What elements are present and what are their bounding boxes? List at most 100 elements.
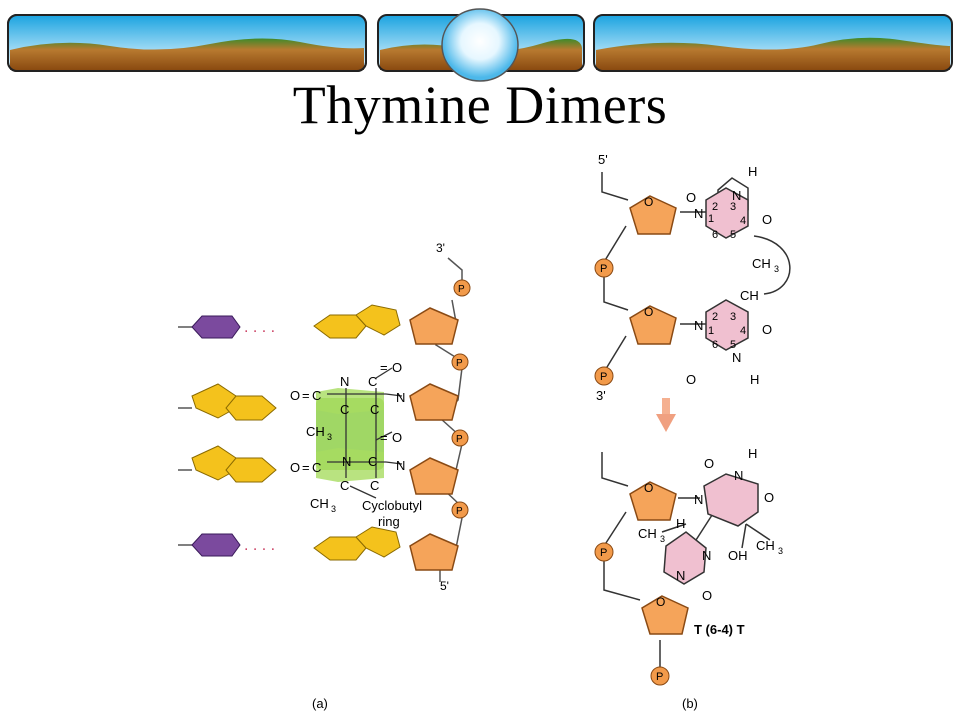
atom-label: O — [686, 190, 696, 205]
atom-label: O — [762, 212, 772, 227]
subscript-label: 3 — [660, 534, 665, 544]
phosphate-label: P — [656, 671, 663, 683]
deoxyribose-sugar — [629, 195, 677, 235]
ring-number: 6 — [712, 339, 718, 351]
ring-number: 5 — [730, 339, 736, 351]
methyl-label: CH — [756, 538, 775, 553]
end-5-prime-label: 5' — [440, 579, 449, 593]
methyl-label: CH — [638, 526, 657, 541]
product-label: T (6-4) T — [694, 622, 745, 637]
hydroxyl-label: OH — [728, 548, 748, 563]
top-dinucleotide: 5' O O P P 3' N 2 3 4 5 6 1 O N H O — [594, 152, 791, 403]
atom-label: N — [694, 492, 703, 507]
pyrimidine-base-yellow — [355, 304, 401, 336]
phosphate-label: P — [456, 434, 463, 445]
methyl-label: CH — [752, 256, 771, 271]
deoxyribose-sugar — [409, 533, 459, 571]
atom-label: C — [312, 388, 321, 403]
ring-number: 3 — [730, 311, 736, 323]
panel-b-label: (b) — [682, 696, 698, 711]
atom-label: N — [676, 568, 685, 583]
ring-number: 1 — [708, 325, 714, 337]
methyl-label: CH — [306, 424, 325, 439]
ring-number: 4 — [740, 325, 746, 337]
atom-label: H — [676, 516, 685, 531]
atom-label: N — [340, 374, 349, 389]
pyrimidine-base-yellow — [355, 526, 401, 558]
phosphates-a: P P P P — [451, 279, 471, 519]
banner-center — [377, 8, 585, 82]
sugar-rings-a — [409, 307, 459, 571]
pyrimidine-base-yellow — [225, 395, 277, 421]
ring-label: ring — [378, 514, 400, 529]
atom-label: O — [644, 481, 653, 495]
atom-label: C — [340, 478, 349, 493]
bond-label: = — [380, 430, 388, 445]
atom-label: H — [748, 446, 757, 461]
deoxyribose-sugar — [629, 305, 677, 345]
ring-number: 3 — [730, 201, 736, 213]
banner-left — [7, 14, 367, 72]
atom-label: N — [694, 206, 703, 221]
atom-label: C — [368, 374, 377, 389]
atom-label: O — [290, 460, 300, 475]
purine-base-purple — [191, 533, 241, 557]
ring-number: 1 — [708, 213, 714, 225]
subscript-label: 3 — [327, 432, 332, 442]
atom-label: O — [762, 322, 772, 337]
atom-label: C — [370, 402, 379, 417]
bond-label: = — [302, 388, 310, 403]
hbond-dots: . . . . — [244, 319, 275, 336]
thymine-ring-pink — [705, 299, 749, 351]
deoxyribose-sugar — [409, 457, 459, 495]
atom-label: N — [396, 458, 405, 473]
panel-a-label: (a) — [312, 696, 328, 711]
atom-label: O — [686, 372, 696, 387]
subscript-label: 3 — [331, 504, 336, 514]
phosphate-label: P — [600, 263, 607, 275]
subscript-label: 3 — [778, 546, 783, 556]
bond-label: = — [302, 460, 310, 475]
atom-label: N — [694, 318, 703, 333]
end-5-prime-label: 5' — [598, 152, 608, 167]
page-title: Thymine Dimers — [292, 75, 668, 135]
atom-label: N — [396, 390, 405, 405]
atom-label: O — [290, 388, 300, 403]
ring-number: 4 — [740, 215, 746, 227]
phosphate-label: P — [600, 547, 607, 559]
subscript-label: 3 — [774, 264, 779, 274]
ring-number: 2 — [712, 201, 718, 213]
atom-label: O — [392, 360, 402, 375]
atom-label: O — [392, 430, 402, 445]
atom-label: C — [368, 454, 377, 469]
atom-label: O — [644, 195, 653, 209]
reaction-arrow-icon — [656, 398, 676, 432]
sun-globe-icon — [441, 8, 519, 82]
atom-label: N — [734, 468, 743, 483]
methyl-label: CH — [740, 288, 759, 303]
deoxyribose-sugar — [629, 481, 677, 521]
cyclobutyl-label: Cyclobutyl — [362, 498, 422, 513]
atom-label: O — [702, 588, 712, 603]
cyclobutyl-dimer: O = C N C = O N C C CH 3 = O O = C N C N… — [290, 360, 422, 529]
strand-left-bases: . . . . . . . . — [178, 315, 277, 557]
methyl-label: CH — [310, 496, 329, 511]
header-banner — [0, 0, 960, 90]
atom-label: N — [702, 548, 711, 563]
atom-label: O — [656, 595, 665, 609]
atom-label: N — [342, 454, 351, 469]
atom-label: O — [704, 456, 714, 471]
ring-number: 2 — [712, 311, 718, 323]
atom-label: C — [340, 402, 349, 417]
end-3-prime-label: 3' — [436, 241, 445, 255]
bond-label: = — [380, 360, 388, 375]
atom-label: C — [370, 478, 379, 493]
thymine-ring-pink — [705, 187, 749, 239]
ring-number: 5 — [730, 229, 736, 241]
hbond-dots: . . . . — [244, 537, 275, 554]
pyrimidine-ring-pink — [703, 473, 759, 527]
end-3-prime-label: 3' — [596, 388, 606, 403]
atom-label: H — [748, 164, 757, 179]
